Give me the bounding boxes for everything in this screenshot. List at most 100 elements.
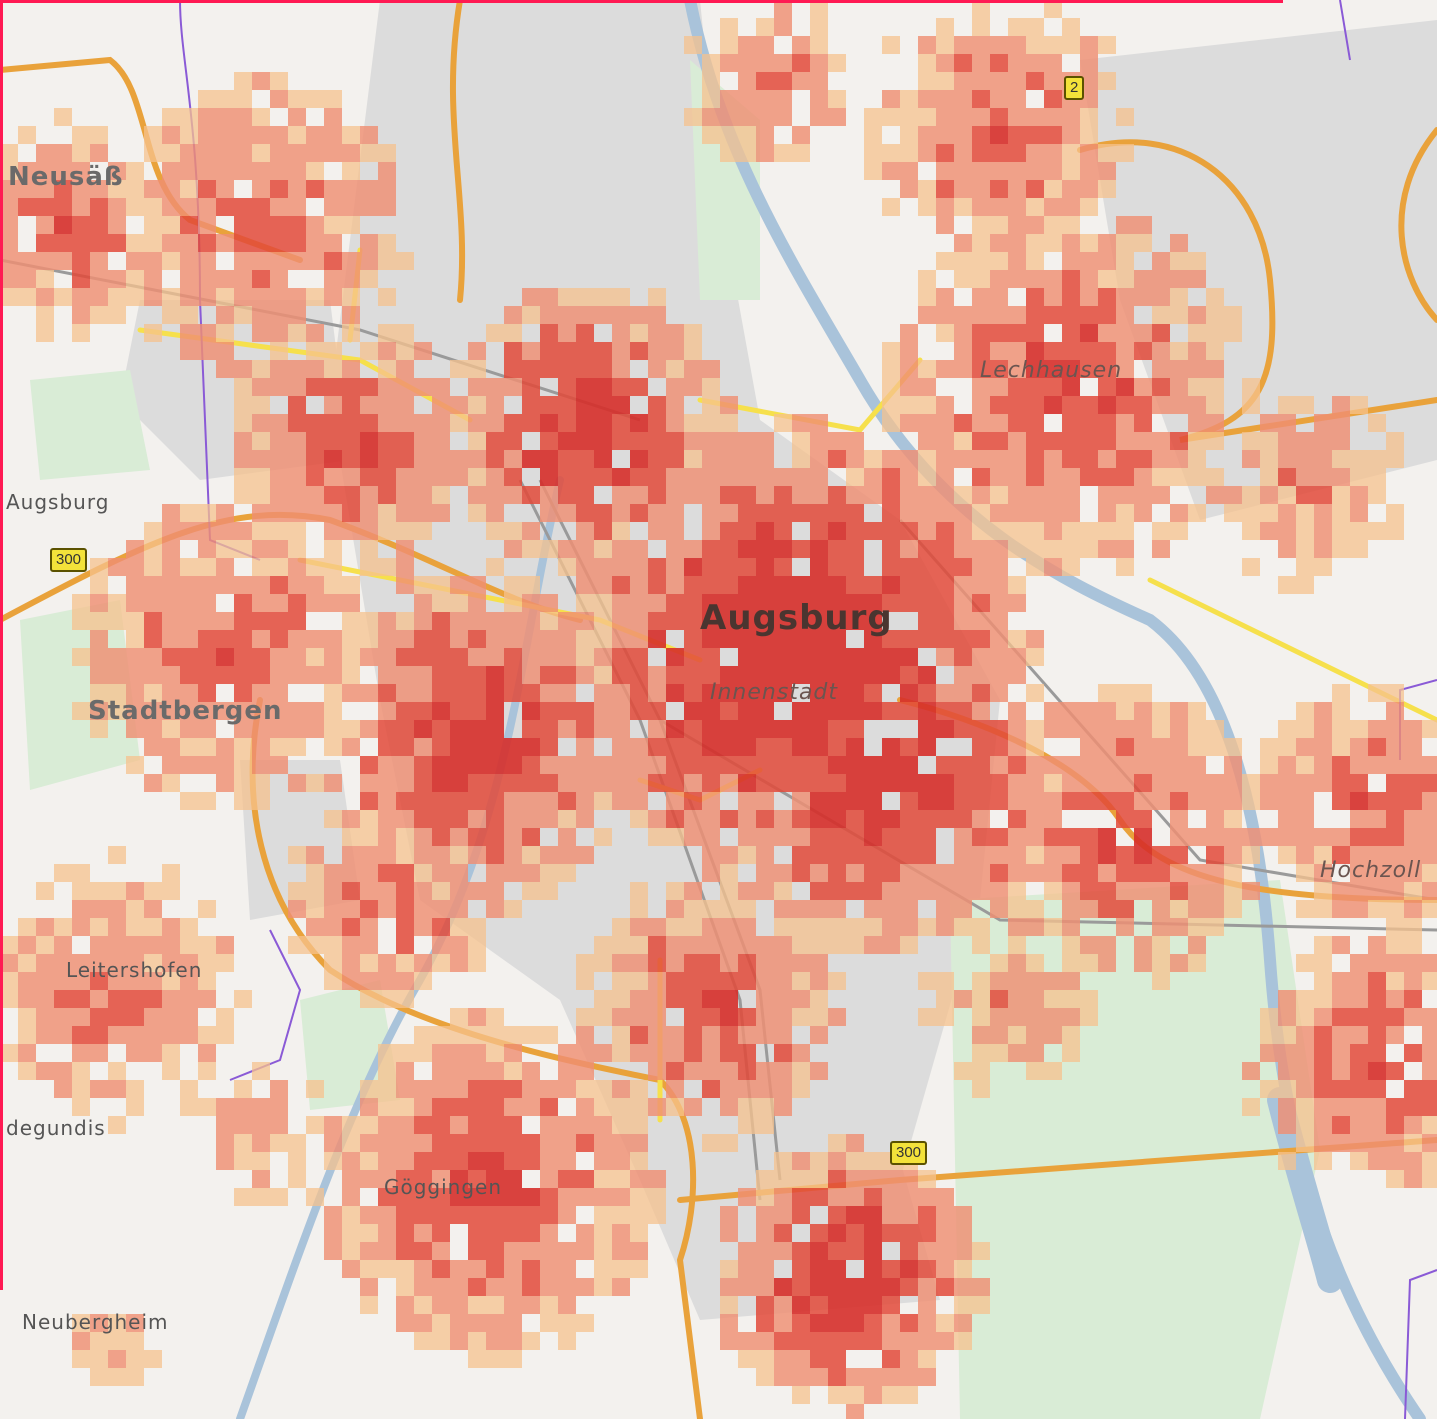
heat-cell bbox=[1296, 558, 1314, 576]
heat-cell bbox=[414, 1260, 432, 1278]
heat-cell bbox=[936, 1242, 954, 1260]
heat-cell bbox=[126, 648, 144, 666]
heat-cell bbox=[810, 882, 828, 900]
heat-cell bbox=[828, 774, 846, 792]
heat-cell bbox=[756, 756, 774, 774]
heat-cell bbox=[936, 576, 954, 594]
heat-cell bbox=[846, 1188, 864, 1206]
heat-cell bbox=[288, 648, 306, 666]
heat-cell bbox=[810, 1314, 828, 1332]
heat-cell bbox=[414, 882, 432, 900]
heat-cell bbox=[666, 828, 684, 846]
heat-cell bbox=[990, 414, 1008, 432]
heat-cell bbox=[54, 936, 72, 954]
heat-cell bbox=[324, 540, 342, 558]
heat-cell bbox=[720, 144, 738, 162]
heat-cell bbox=[990, 324, 1008, 342]
heat-cell bbox=[1314, 1044, 1332, 1062]
heat-cell bbox=[1026, 630, 1044, 648]
heat-cell bbox=[1170, 468, 1188, 486]
heat-cell bbox=[648, 1044, 666, 1062]
heat-cell bbox=[1386, 738, 1404, 756]
heat-cell bbox=[1314, 1062, 1332, 1080]
heat-cell bbox=[342, 198, 360, 216]
heat-cell bbox=[486, 1224, 504, 1242]
heat-cell bbox=[324, 126, 342, 144]
heat-cell bbox=[720, 486, 738, 504]
heat-cell bbox=[414, 432, 432, 450]
heat-cell bbox=[252, 792, 270, 810]
heat-cell bbox=[72, 162, 90, 180]
heat-cell bbox=[594, 1188, 612, 1206]
heat-cell bbox=[1044, 828, 1062, 846]
heat-cell bbox=[1188, 954, 1206, 972]
heat-cell bbox=[450, 396, 468, 414]
heat-cell bbox=[1152, 540, 1170, 558]
heat-cell bbox=[558, 378, 576, 396]
heat-cell bbox=[162, 576, 180, 594]
heat-cell bbox=[972, 504, 990, 522]
heat-cell bbox=[882, 1314, 900, 1332]
heat-cell bbox=[1008, 666, 1026, 684]
heat-cell bbox=[342, 180, 360, 198]
heat-cell bbox=[1368, 1152, 1386, 1170]
heat-cell bbox=[126, 1080, 144, 1098]
heat-cell bbox=[684, 594, 702, 612]
heat-cell bbox=[1314, 1080, 1332, 1098]
heat-cell bbox=[1188, 504, 1206, 522]
heat-cell bbox=[1314, 486, 1332, 504]
heat-cell bbox=[1314, 936, 1332, 954]
heat-cell bbox=[612, 1224, 630, 1242]
heat-cell bbox=[792, 756, 810, 774]
heat-cell bbox=[702, 648, 720, 666]
heat-cell bbox=[414, 792, 432, 810]
heat-cell bbox=[918, 1242, 936, 1260]
heat-cell bbox=[558, 1116, 576, 1134]
heat-cell bbox=[918, 774, 936, 792]
heat-cell bbox=[954, 576, 972, 594]
heat-cell bbox=[702, 90, 720, 108]
heat-cell bbox=[1422, 1116, 1437, 1134]
heat-cell bbox=[1044, 36, 1062, 54]
heat-cell bbox=[792, 1296, 810, 1314]
heat-cell bbox=[882, 198, 900, 216]
heat-cell bbox=[414, 702, 432, 720]
heat-cell bbox=[1080, 954, 1098, 972]
heat-cell bbox=[180, 702, 198, 720]
heat-cell bbox=[0, 972, 18, 990]
heat-cell bbox=[720, 558, 738, 576]
heat-cell bbox=[900, 1260, 918, 1278]
heat-cell bbox=[558, 1134, 576, 1152]
heat-cell bbox=[1008, 846, 1026, 864]
heat-cell bbox=[558, 1296, 576, 1314]
heat-cell bbox=[900, 1242, 918, 1260]
heat-cell bbox=[918, 1008, 936, 1026]
heat-cell bbox=[216, 162, 234, 180]
heat-cell bbox=[1008, 504, 1026, 522]
heat-cell bbox=[882, 342, 900, 360]
heat-cell bbox=[1224, 900, 1242, 918]
heat-cell bbox=[504, 756, 522, 774]
heat-cell bbox=[918, 1170, 936, 1188]
heat-cell bbox=[540, 1080, 558, 1098]
heat-cell bbox=[432, 1296, 450, 1314]
heat-cell bbox=[252, 702, 270, 720]
heat-cell bbox=[1098, 864, 1116, 882]
heat-cell bbox=[1008, 702, 1026, 720]
label-goeggingen: Göggingen bbox=[384, 1175, 503, 1199]
heat-cell bbox=[126, 180, 144, 198]
heat-cell bbox=[630, 324, 648, 342]
heat-cell bbox=[810, 954, 828, 972]
heat-cell bbox=[1386, 1170, 1404, 1188]
heat-cell bbox=[306, 1116, 324, 1134]
heat-cell bbox=[1386, 756, 1404, 774]
heat-cell bbox=[180, 756, 198, 774]
heat-cell bbox=[972, 1044, 990, 1062]
heat-cell bbox=[774, 684, 792, 702]
heat-cell bbox=[756, 36, 774, 54]
heat-cell bbox=[558, 1260, 576, 1278]
heat-cell bbox=[1386, 1152, 1404, 1170]
heat-cell bbox=[486, 792, 504, 810]
heat-cell bbox=[144, 684, 162, 702]
